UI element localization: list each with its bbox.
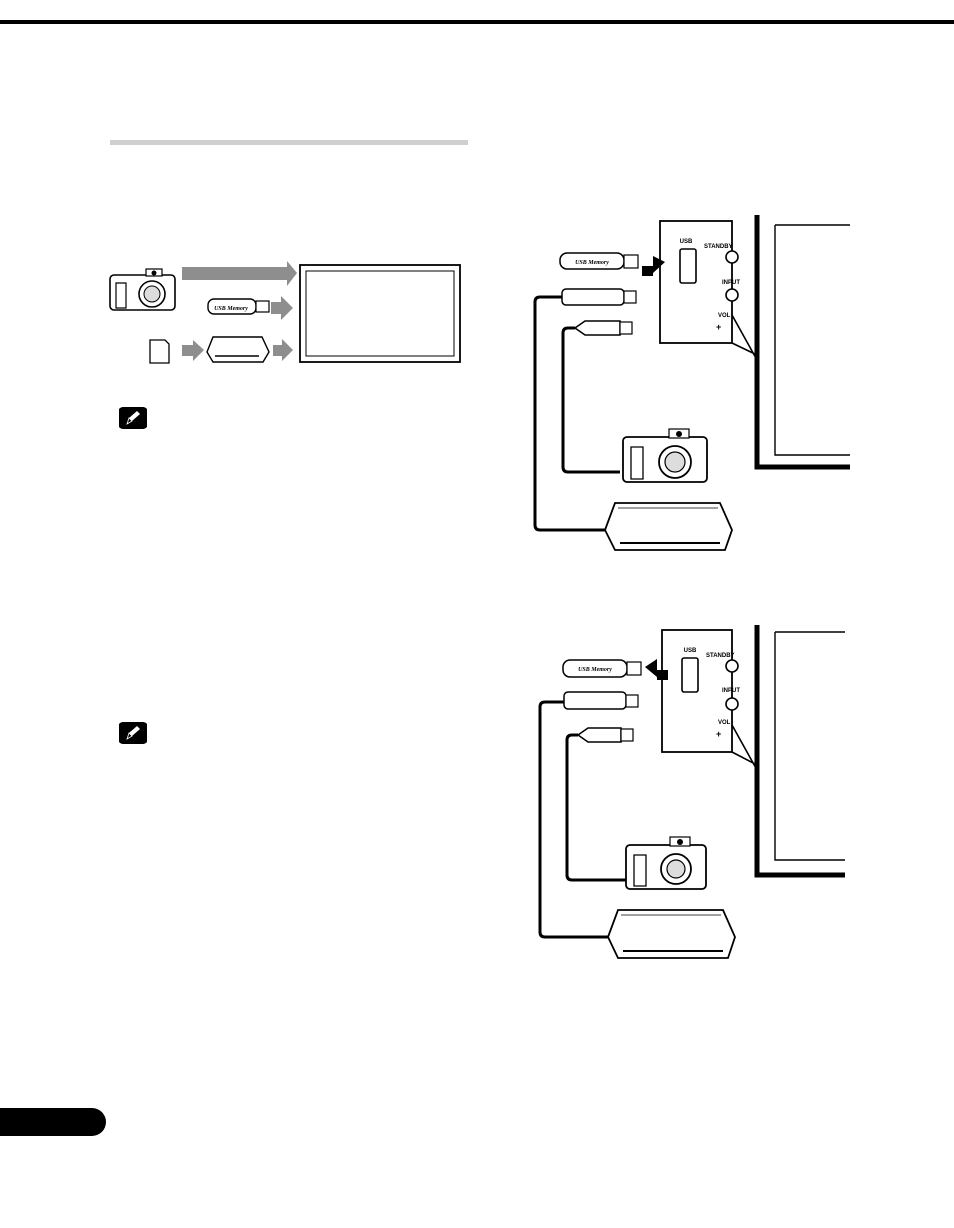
- memory-label: USB Memory: [214, 306, 248, 312]
- digital-camera-icon: [626, 837, 706, 889]
- note-icon: [117, 720, 149, 746]
- arrow-right-icon: [271, 296, 293, 320]
- input-label: INPUT: [722, 688, 740, 694]
- usb-memory-icon: USB Memory: [208, 299, 269, 314]
- arrow-right-icon: [273, 339, 293, 361]
- volume-label: VOL: [718, 313, 731, 319]
- note-icon: [117, 405, 149, 431]
- card-reader-icon: [608, 910, 735, 958]
- digital-camera-icon: [623, 429, 707, 482]
- section-rule: [110, 140, 468, 145]
- sd-card-icon: [150, 340, 169, 363]
- usb-port: [682, 658, 698, 692]
- top-rule: [0, 20, 954, 24]
- memory-label: USB Memory: [578, 667, 612, 673]
- usb-port-label: USB: [684, 648, 697, 654]
- usb-cable: [563, 321, 632, 472]
- usb-connect-diagram: USB STANDBY INPUT VOL + USB Memory: [520, 205, 860, 565]
- usb-memory-icon: USB Memory: [560, 253, 638, 269]
- usb-port: [680, 249, 696, 283]
- usb-disconnect-diagram: USB STANDBY INPUT VOL + USB Memory: [520, 620, 860, 970]
- memory-label: USB Memory: [575, 260, 609, 266]
- tv-screen-icon: [300, 265, 460, 362]
- standby-label: STANDBY: [706, 653, 735, 659]
- plus-label: +: [716, 729, 721, 739]
- usb-overview-diagram: USB Memory: [105, 255, 470, 380]
- arrow-right-icon: [182, 340, 204, 361]
- usb-cable: [567, 728, 633, 880]
- standby-label: STANDBY: [704, 244, 733, 250]
- usb-port-label: USB: [680, 239, 693, 245]
- plus-label: +: [716, 322, 721, 332]
- input-label: INPUT: [722, 280, 740, 286]
- card-reader-icon: [207, 337, 269, 362]
- page-number-tab: [0, 1108, 106, 1136]
- usb-memory-icon: USB Memory: [563, 660, 641, 677]
- card-reader-icon: [605, 503, 732, 550]
- arrow-right-icon: [182, 261, 297, 286]
- volume-label: VOL: [718, 720, 731, 726]
- digital-camera-icon: [110, 269, 175, 310]
